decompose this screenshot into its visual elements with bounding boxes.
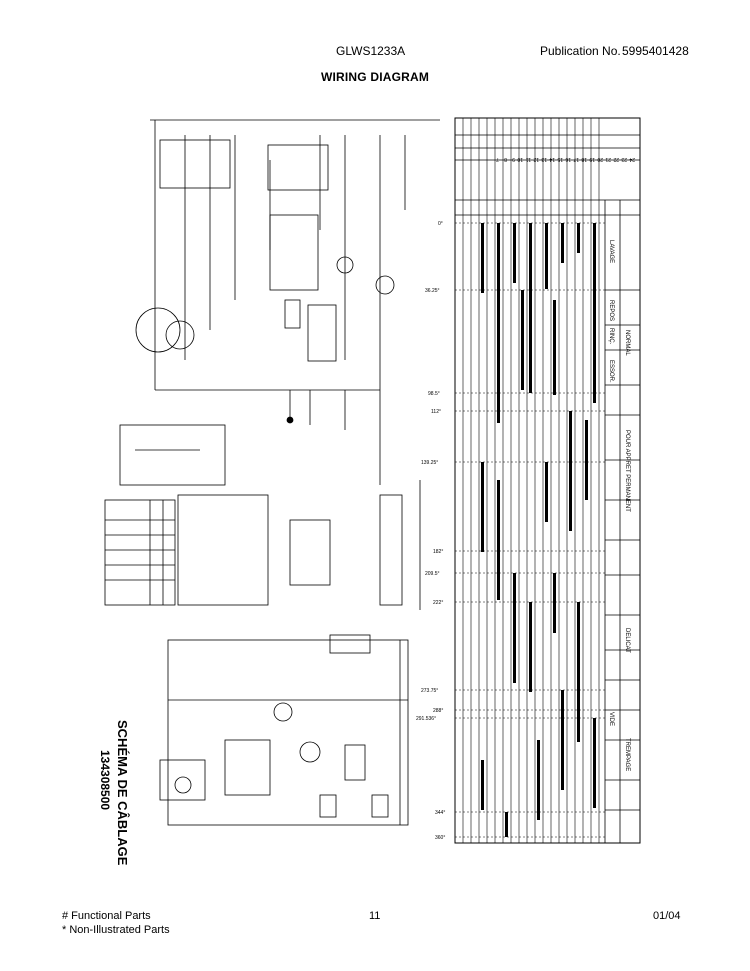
degree-mark: 209.5° bbox=[425, 571, 440, 577]
schematic-label: SCHÉMA DE CÂBLAGE bbox=[115, 720, 130, 866]
degree-mark: 222° bbox=[433, 600, 443, 606]
row-number: 7 bbox=[496, 156, 499, 162]
degree-mark: 98.5° bbox=[428, 391, 440, 397]
step-label: VIDE bbox=[608, 712, 614, 726]
row-number: 23 bbox=[621, 156, 627, 162]
degree-mark: 291.536° bbox=[416, 716, 436, 722]
degree-mark: 360° bbox=[435, 835, 445, 841]
degree-mark: 344° bbox=[435, 810, 445, 816]
row-number: 19 bbox=[589, 156, 595, 162]
degree-mark: 0° bbox=[438, 221, 443, 227]
row-number: 9 bbox=[512, 156, 515, 162]
row-number: 13 bbox=[541, 156, 547, 162]
non-illustrated-parts-note: * Non-Illustrated Parts bbox=[62, 924, 170, 936]
cycle-label: NORMAL bbox=[624, 330, 630, 356]
schematic-number: 134308500 bbox=[98, 750, 112, 810]
row-number: 22 bbox=[613, 156, 619, 162]
degree-mark: 273.75° bbox=[421, 688, 438, 694]
row-number: 14 bbox=[549, 156, 555, 162]
degree-mark: 112° bbox=[431, 409, 441, 415]
publication-label: Publication No. bbox=[540, 44, 621, 58]
row-number: 21 bbox=[605, 156, 611, 162]
cycle-label: POUR APPRET PERMANENT bbox=[624, 430, 630, 512]
step-label: LAVAGE bbox=[608, 240, 614, 263]
degree-mark: 182° bbox=[433, 549, 443, 555]
row-number: 17 bbox=[573, 156, 579, 162]
degree-mark: 36.25° bbox=[425, 288, 440, 294]
cycle-label: TREMPAGE bbox=[624, 738, 630, 771]
degree-mark: 139.25° bbox=[421, 460, 438, 466]
row-number: 15 bbox=[557, 156, 563, 162]
row-number: 16 bbox=[565, 156, 571, 162]
degree-mark: 288° bbox=[433, 708, 443, 714]
row-number: 24 bbox=[629, 156, 635, 162]
row-number: 11 bbox=[526, 156, 531, 162]
cycle-label: DELICAT bbox=[624, 628, 630, 653]
step-label: ESSOR. bbox=[608, 360, 614, 383]
row-number: 12 bbox=[533, 156, 539, 162]
step-label: REPOS bbox=[608, 300, 614, 321]
page-title: WIRING DIAGRAM bbox=[320, 70, 430, 84]
model-number: GLWS1233A bbox=[336, 44, 406, 58]
page-number: 11 bbox=[369, 910, 381, 922]
row-number: 20 bbox=[597, 156, 603, 162]
step-label: RINÇ. bbox=[608, 328, 614, 345]
row-number: 8 bbox=[504, 156, 507, 162]
publication-number: 5995401428 bbox=[622, 44, 689, 58]
footer-date: 01/04 bbox=[653, 910, 681, 922]
row-number: 18 bbox=[581, 156, 587, 162]
row-number: 10 bbox=[517, 156, 523, 162]
functional-parts-note: # Functional Parts bbox=[62, 910, 151, 922]
